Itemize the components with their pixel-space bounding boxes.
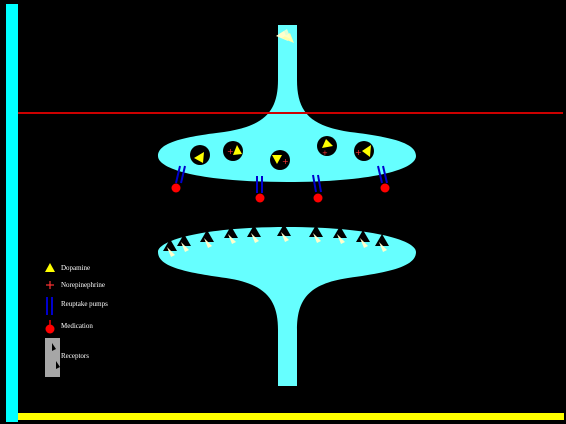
reuptake-pump (377, 165, 390, 193)
vesicle: + (317, 136, 337, 157)
signal-icon (276, 29, 294, 43)
blue-pump-icon (46, 297, 53, 315)
red-pin-icon (45, 320, 55, 334)
legend-medication-label: Medication (61, 322, 93, 330)
svg-text:+: + (282, 157, 289, 166)
legend-medication: Medication (45, 320, 93, 334)
vesicle (190, 145, 210, 165)
svg-text:+: + (355, 148, 362, 157)
presynaptic-terminal (158, 25, 416, 182)
legend-receptors: Receptors (45, 338, 89, 377)
left-bar (6, 4, 18, 422)
medication-icon (380, 183, 390, 193)
legend-norepinephrine-label: Norepinephrine (61, 281, 105, 289)
vesicle: + (270, 150, 290, 170)
medication-icon (255, 193, 265, 203)
reuptake-pump (312, 174, 323, 203)
legend-dopamine: Dopamine (45, 263, 90, 272)
reuptake-pump (171, 165, 186, 193)
svg-text:+: + (322, 149, 328, 157)
reuptake-pump (255, 176, 265, 203)
vesicle: + (354, 141, 374, 161)
legend-norepinephrine: Norepinephrine (46, 281, 105, 289)
legend-dopamine-label: Dopamine (61, 264, 90, 272)
vesicle: + (223, 141, 243, 161)
medication-icon (171, 183, 181, 193)
legend: Dopamine Norepinephrine Reuptake pumps M… (45, 263, 108, 377)
gray-receptor-icon (45, 338, 60, 377)
red-plus-icon (46, 281, 54, 289)
svg-text:+: + (227, 147, 234, 156)
legend-reuptake-pumps: Reuptake pumps (46, 297, 108, 315)
postsynaptic-terminal (158, 227, 416, 386)
medication-icon (313, 193, 323, 203)
bottom-bar (18, 413, 564, 420)
legend-receptors-label: Receptors (61, 352, 89, 360)
yellow-triangle-icon (45, 263, 55, 272)
legend-reuptake-label: Reuptake pumps (61, 300, 108, 308)
